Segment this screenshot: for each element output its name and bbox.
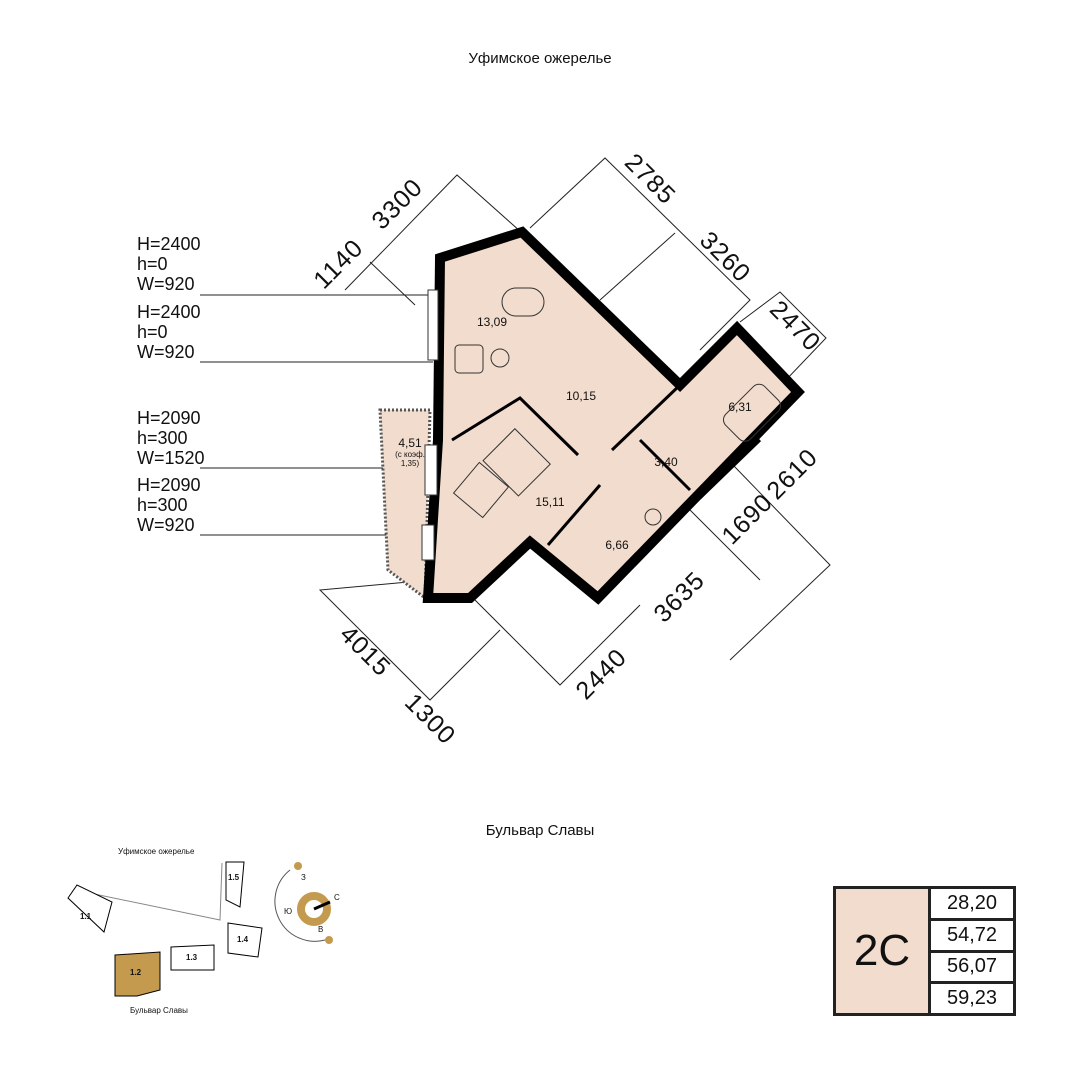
minimap-section-active[interactable]: 1.2: [130, 968, 142, 977]
room-area-hall-small: 3,40: [654, 455, 678, 469]
area-living: 28,20: [931, 889, 1013, 921]
minimap: [67, 861, 333, 997]
street-top-label: Уфимское ожерелье: [468, 50, 612, 67]
balcony: [378, 408, 432, 601]
minimap-section[interactable]: 1.3: [186, 953, 198, 962]
apartment-card: 2С 28,20 54,72 56,07 59,23: [833, 886, 1016, 1016]
window-1: [427, 289, 439, 361]
room-area-hall: 6,66: [605, 538, 629, 552]
minimap-street-bottom: Бульвар Славы: [130, 1006, 188, 1015]
minimap-section[interactable]: 1.1: [80, 912, 92, 921]
window-3: [421, 524, 435, 561]
area-total-balcony: 56,07: [931, 953, 1013, 985]
compass-east: В: [318, 925, 324, 934]
area-total: 54,72: [931, 921, 1013, 953]
room-area-bedroom: 15,11: [535, 495, 565, 509]
compass-west: З: [301, 873, 306, 882]
area-full: 59,23: [946, 987, 998, 1010]
minimap-section[interactable]: 1.5: [228, 873, 240, 882]
compass-south: Ю: [284, 907, 293, 916]
window-2: [424, 444, 438, 496]
apartment-type: 2С: [836, 889, 931, 1013]
minimap-street-top: Уфимское ожерелье: [118, 847, 195, 856]
room-area-balcony: 4,51(с коэф.1,35): [395, 436, 425, 468]
furniture: [452, 287, 782, 526]
street-bottom-label: Бульвар Славы: [485, 822, 595, 839]
room-area-kitchen: 10,15: [565, 389, 597, 403]
interior-walls: [451, 383, 762, 546]
room-area-living: 13,09: [476, 315, 508, 329]
compass-north: С: [334, 893, 340, 902]
room-area-bath: 6,31: [728, 400, 752, 414]
minimap-section[interactable]: 1.4: [237, 935, 249, 944]
dimension-lines: [200, 157, 831, 701]
